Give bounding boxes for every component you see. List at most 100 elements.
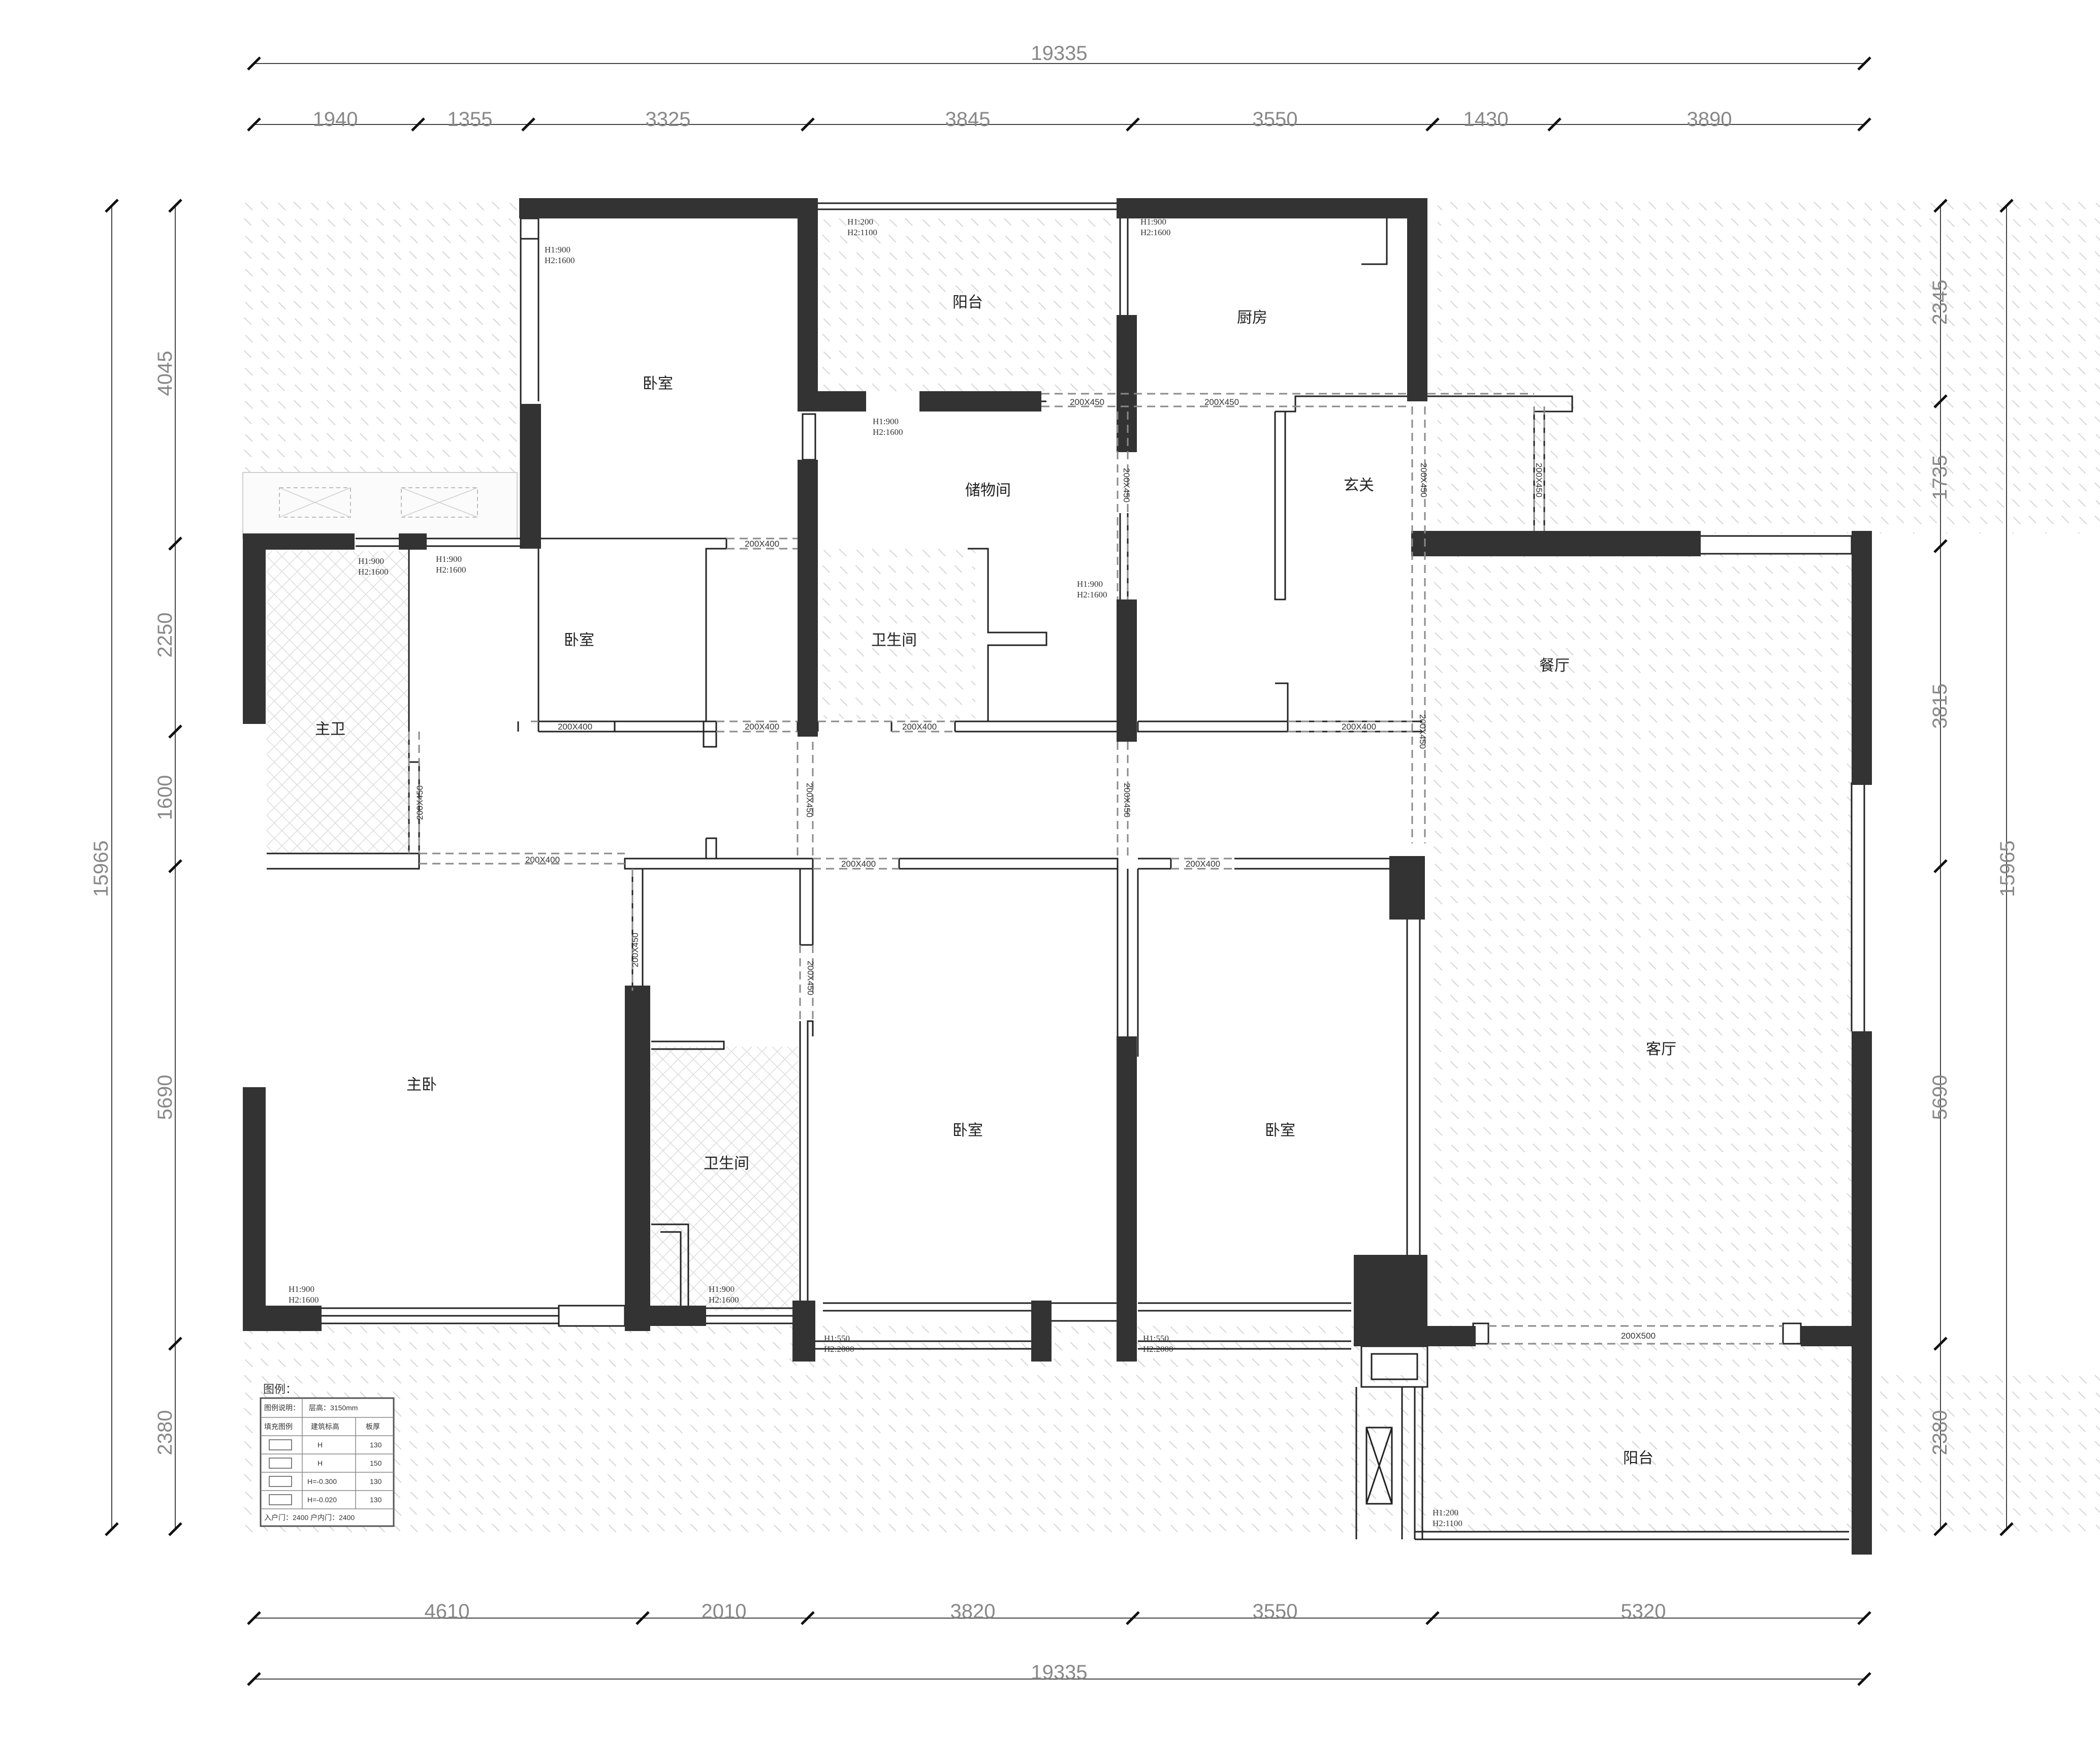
- window-note: H2:2000: [1143, 1344, 1173, 1354]
- room-bedroom-top: 卧室: [643, 375, 673, 393]
- legend-swatch: [269, 1439, 292, 1450]
- room-labels: 阳台 厨房 卧室 储物间 玄关 卧室 卫生间 餐厅 主卫 主卧 卫生间 卧室 卧…: [315, 294, 1676, 1467]
- beam-label: 200X450: [806, 961, 815, 995]
- dimension-tick: [1425, 1611, 1440, 1625]
- dimension-tick: [801, 1611, 815, 1625]
- dim-bottom-5: 5320: [1621, 1600, 1666, 1623]
- legend-swatch: [269, 1494, 292, 1505]
- window-note: H2:1600: [436, 565, 466, 575]
- legend-head-thick: 板厚: [366, 1422, 380, 1431]
- beam-label: 200X400: [1342, 722, 1376, 732]
- dim-right-3: 3815: [1929, 684, 1951, 729]
- dimension-tick: [801, 117, 815, 132]
- dim-right-total: 15965: [1996, 840, 2019, 897]
- dimension-tick: [635, 1611, 650, 1625]
- legend-thick: 150: [370, 1459, 382, 1467]
- legend-swatch: [269, 1458, 292, 1469]
- dimension-tick: [247, 1672, 261, 1686]
- dim-top-7: 3890: [1687, 108, 1732, 131]
- legend-level: H: [317, 1459, 323, 1467]
- dim-bottom-4: 3550: [1253, 1600, 1298, 1623]
- room-bedroom-low-b: 卧室: [1265, 1122, 1295, 1140]
- dimension-tick: [1933, 1337, 1948, 1351]
- room-living: 客厅: [1646, 1040, 1676, 1058]
- dimension-tick: [1999, 1522, 2014, 1536]
- room-bedroom-low-a: 卧室: [952, 1122, 983, 1140]
- beam-label: 200X400: [558, 722, 592, 732]
- dim-right-2: 1735: [1929, 455, 1951, 500]
- window-note: H1:900: [436, 554, 462, 564]
- dimension-tick: [1857, 1611, 1871, 1625]
- beam-label: 200X400: [902, 722, 937, 732]
- dimension-tick: [168, 1337, 182, 1351]
- room-storage: 储物间: [965, 482, 1011, 499]
- dimension-tick: [105, 199, 119, 213]
- dim-right-1: 2345: [1929, 280, 1951, 325]
- dim-left-4: 5690: [154, 1075, 176, 1120]
- window-note: H1:550: [824, 1334, 850, 1343]
- room-bedroom-mid: 卧室: [564, 631, 594, 649]
- dim-left-5: 2380: [154, 1410, 176, 1456]
- dimension-tick: [411, 117, 425, 132]
- dimension-tick: [247, 1611, 261, 1625]
- legend-desc-label: 图例说明：: [264, 1404, 300, 1412]
- dimension-tick: [168, 724, 182, 739]
- dim-top-3: 3325: [646, 108, 691, 131]
- beam-label: 200X400: [745, 539, 779, 549]
- window-note: H2:1100: [1433, 1518, 1462, 1528]
- window-note: H2:2000: [824, 1344, 854, 1354]
- legend-footer: 入户门：2400 户内门：2400: [264, 1513, 355, 1522]
- room-entrance: 玄关: [1344, 477, 1374, 494]
- window-note: H1:200: [1433, 1508, 1458, 1517]
- dimension-tick: [247, 56, 261, 71]
- window-note: H1:550: [1143, 1334, 1169, 1343]
- dim-left-3: 1600: [154, 775, 176, 820]
- dim-right-4: 5690: [1929, 1075, 1951, 1120]
- room-bathroom-mid: 卫生间: [871, 631, 917, 649]
- dim-top-2: 1355: [448, 108, 493, 131]
- beam-label: 200X450: [1204, 397, 1239, 407]
- dimension-tick: [247, 117, 261, 132]
- window-note: H2:1600: [358, 567, 389, 577]
- beam-label: 200X400: [1186, 859, 1220, 869]
- window-note: H2:1100: [847, 228, 877, 237]
- legend-floor-height: 层高：3150mm: [309, 1404, 358, 1412]
- room-balcony-bottom: 阳台: [1623, 1449, 1653, 1467]
- legend-thick: 130: [370, 1477, 382, 1485]
- dimension-tick: [1999, 199, 2014, 213]
- window-note: H2:1600: [873, 427, 903, 437]
- beam-lines: [408, 393, 1783, 1345]
- dim-top-1: 1940: [313, 108, 358, 131]
- dimension-tick: [1425, 117, 1440, 132]
- beam-label: 200X450: [1122, 468, 1131, 502]
- dim-bottom-1: 4610: [425, 1600, 470, 1623]
- legend-thick: 130: [370, 1496, 382, 1504]
- beam-label: 200X400: [525, 855, 560, 865]
- dimension-tick: [1126, 1611, 1140, 1625]
- dimension-tick: [1857, 56, 1871, 71]
- beam-label: 200X450: [415, 785, 425, 820]
- dimension-texts: 19335 1940 1355 3325 3845 3550 1430 3890…: [90, 42, 2019, 1684]
- beam-label: 200X450: [1070, 397, 1104, 407]
- legend-level: H=-0.300: [307, 1477, 337, 1485]
- beam-label: 200X400: [745, 722, 779, 732]
- window-note: H1:900: [1140, 217, 1166, 227]
- legend-swatch: [269, 1476, 292, 1487]
- window-note: H1:900: [1077, 579, 1103, 589]
- window-note: H2:1600: [1077, 590, 1107, 599]
- dim-top-6: 1430: [1463, 108, 1509, 131]
- dim-bottom-total: 19335: [1031, 1661, 1087, 1684]
- window-note: H2:1600: [545, 256, 575, 265]
- room-floors: [267, 212, 1854, 1534]
- dimension-tick: [168, 199, 182, 213]
- legend-head-fill: 填充图例: [264, 1422, 293, 1431]
- beam-label: 200X450: [1122, 783, 1132, 817]
- dimension-tick: [168, 859, 182, 873]
- dim-bottom-2: 2010: [702, 1600, 747, 1623]
- beam-label: 200X450: [1534, 463, 1544, 497]
- beam-label: 200X450: [1418, 714, 1427, 749]
- legend: 图例： 图例说明： 层高：3150mm 填充图例 建筑标高 板厚 H 130 H…: [260, 1383, 395, 1527]
- room-bathroom-low: 卫生间: [704, 1155, 749, 1173]
- dimension-tick: [1933, 1522, 1948, 1536]
- dimension-tick: [1933, 394, 1948, 408]
